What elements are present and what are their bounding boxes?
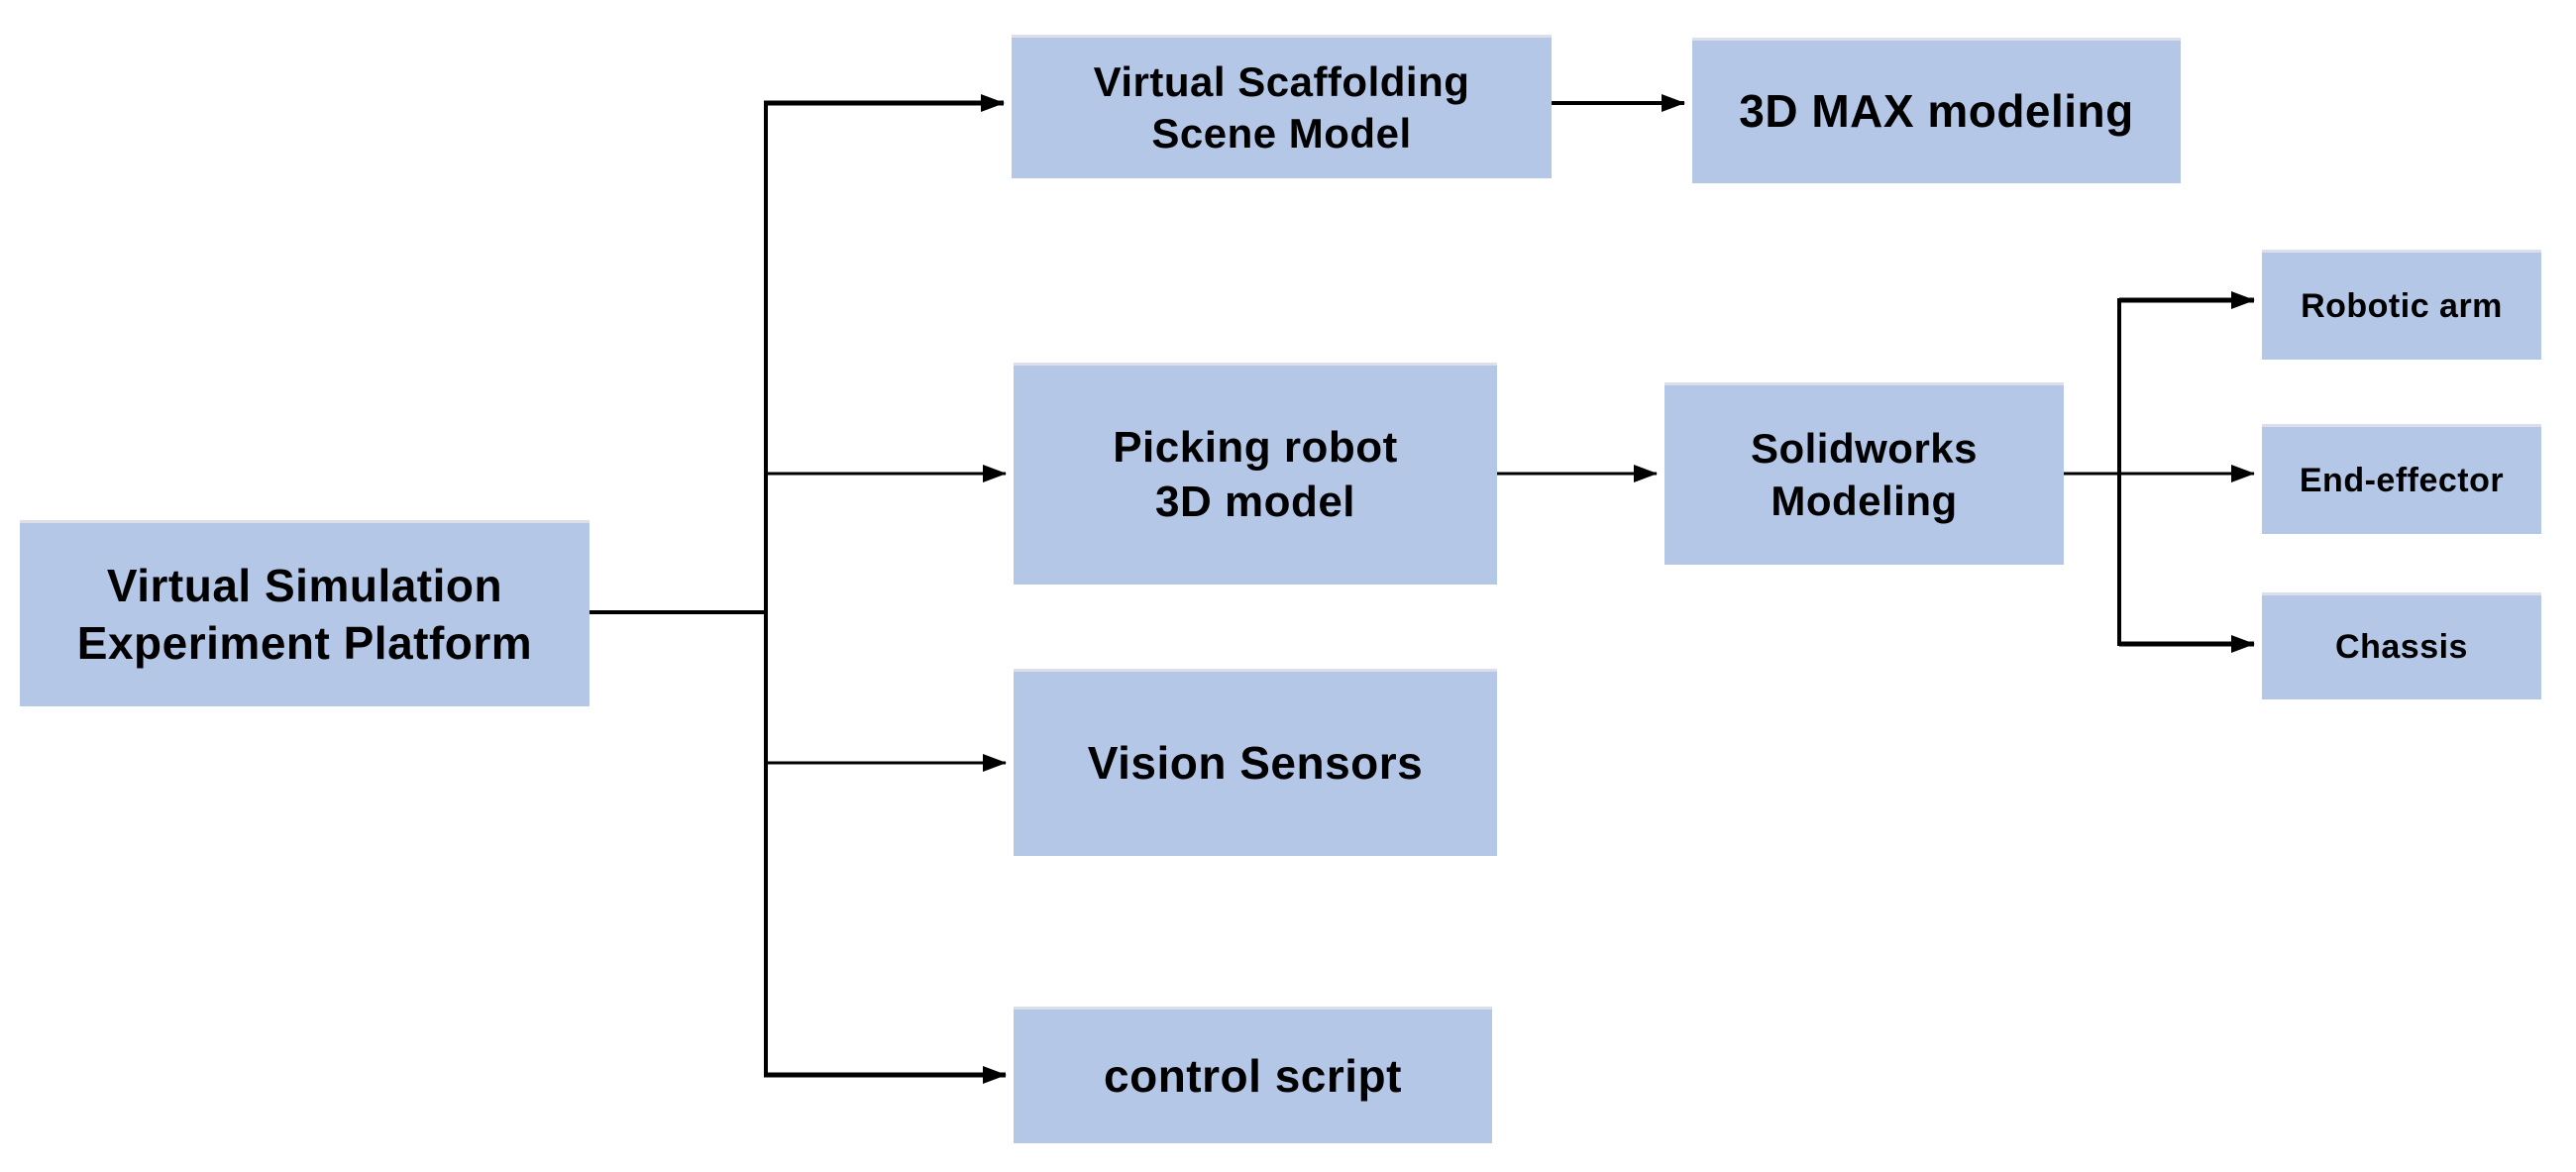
node-label-line: control script [1104, 1049, 1402, 1102]
node-label-line: Modeling [1771, 477, 1958, 524]
node-label-line: 3D model [1154, 477, 1356, 526]
node-label-line: Virtual Simulation [106, 560, 503, 612]
node-end-effector: End-effector [2262, 424, 2541, 534]
node-label-line: Experiment Platform [76, 616, 533, 669]
node-vision-sensors: Vision Sensors [1014, 669, 1497, 856]
node-robotic-arm: Robotic arm [2262, 250, 2541, 360]
node-label-line: Robotic arm [2301, 286, 2503, 325]
node-picking-robot-3d-model: Picking robot 3D model [1014, 363, 1497, 585]
node-chassis: Chassis [2262, 592, 2541, 699]
node-label-line: 3D MAX modeling [1739, 85, 2134, 138]
node-solidworks-modeling: Solidworks Modeling [1664, 382, 2064, 565]
node-label-line: Picking robot [1113, 422, 1398, 472]
node-label-line: Virtual Scaffolding [1093, 57, 1470, 105]
node-label-line: Solidworks [1750, 425, 1979, 473]
node-virtual-scaffolding-scene-model: Virtual Scaffolding Scene Model [1012, 35, 1552, 178]
node-3d-max-modeling: 3D MAX modeling [1692, 38, 2181, 183]
node-label-line: Vision Sensors [1087, 737, 1424, 790]
node-label-line: Chassis [2335, 628, 2468, 667]
node-label-line: Scene Model [1151, 110, 1412, 157]
node-virtual-simulation-experiment-platform: Virtual Simulation Experiment Platform [20, 520, 590, 706]
node-label-line: End-effector [2299, 461, 2505, 499]
node-control-script: control script [1014, 1007, 1492, 1143]
